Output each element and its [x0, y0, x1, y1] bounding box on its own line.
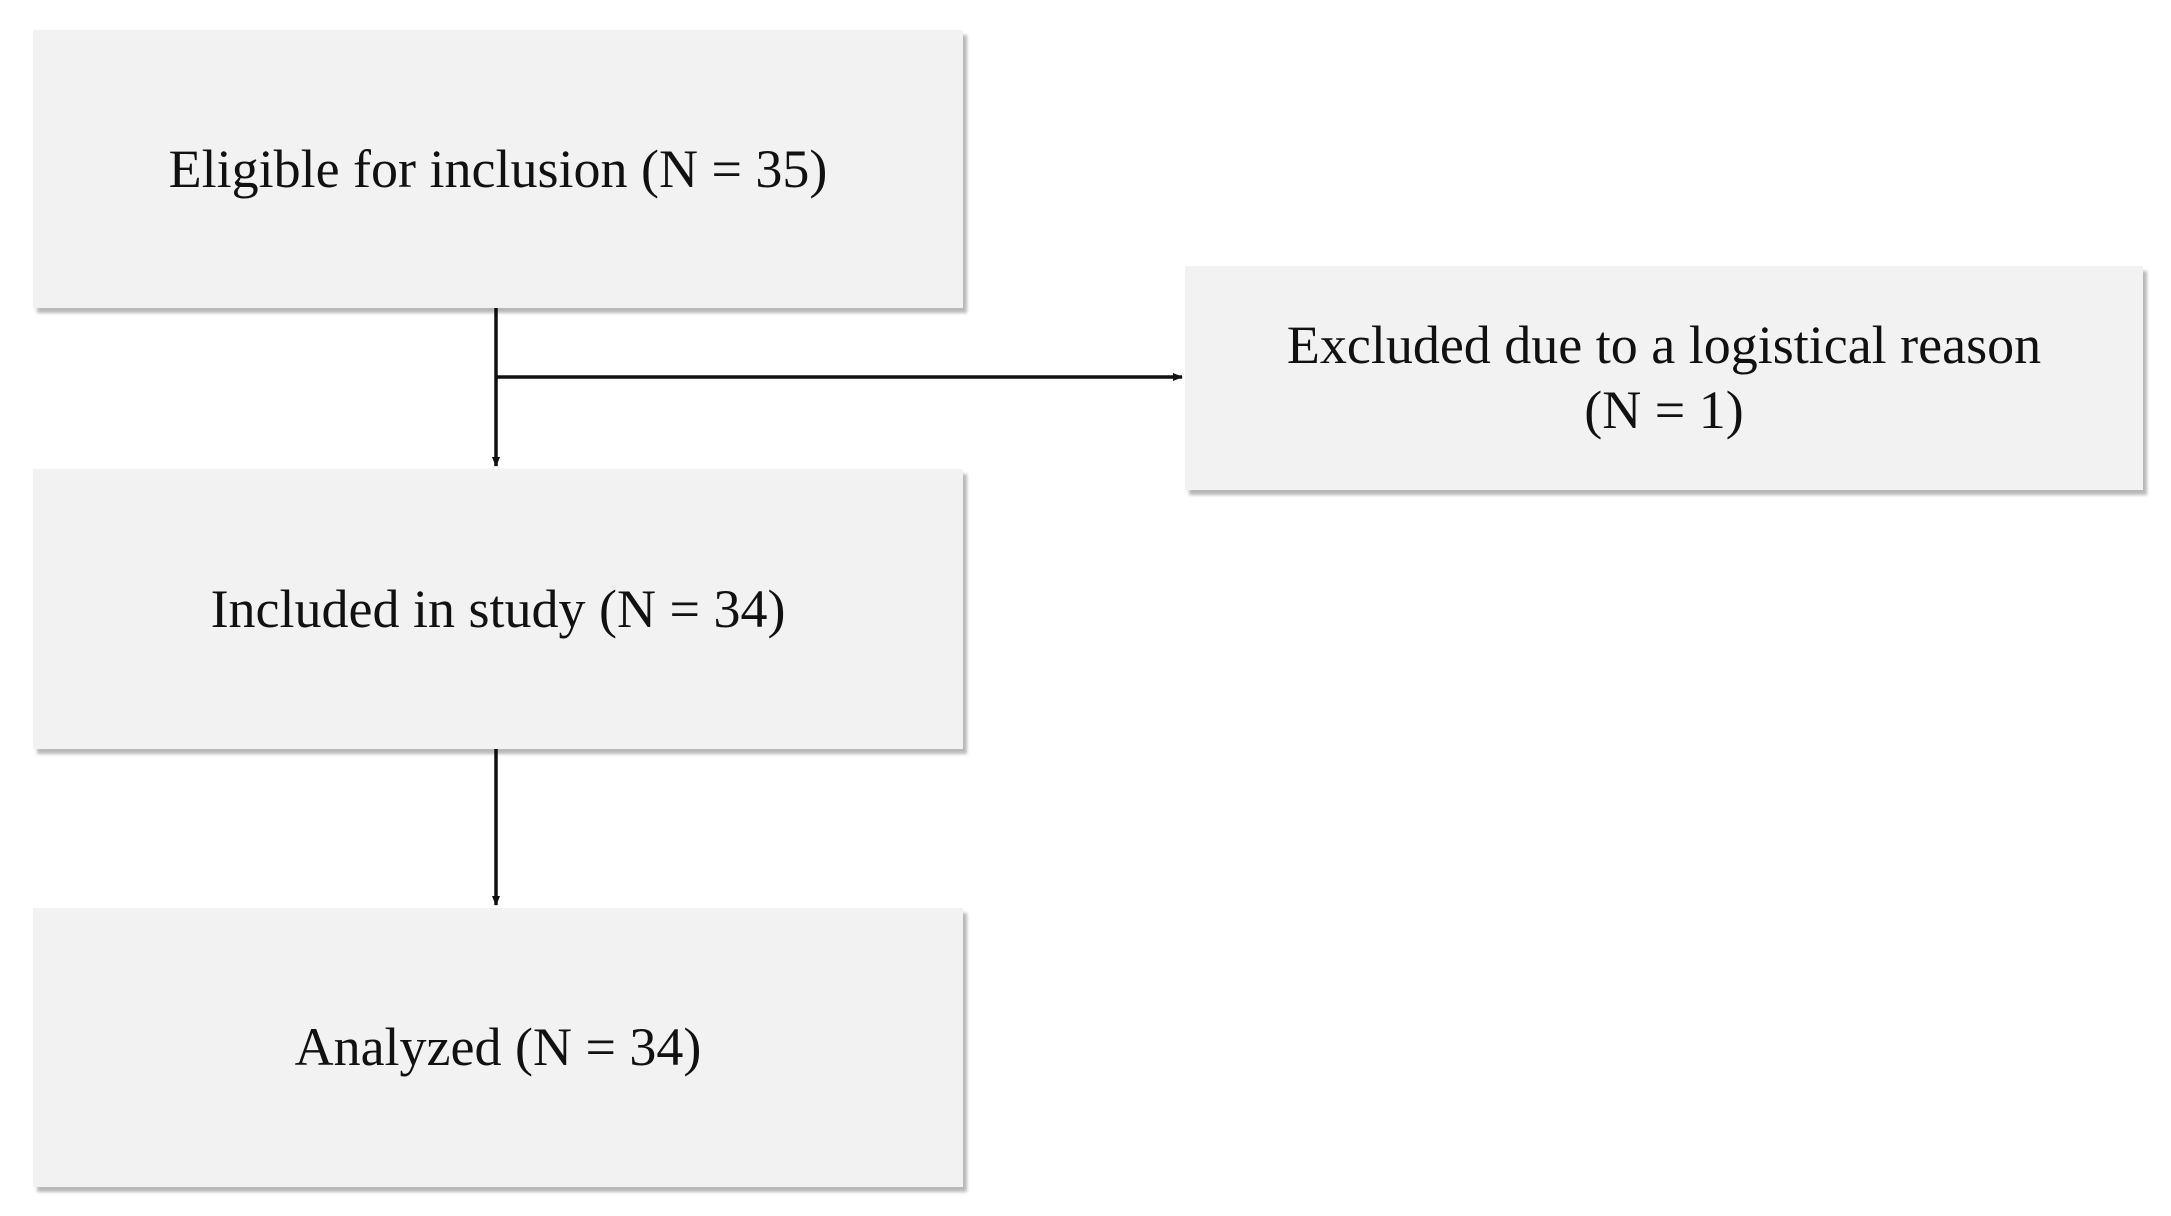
- excluded-label-line1: Excluded due to a logistical reason: [1286, 315, 2042, 376]
- analyzed-label: Analyzed (N = 34): [294, 1017, 702, 1078]
- included-box: Included in study (N = 34): [33, 469, 963, 749]
- included-label: Included in study (N = 34): [210, 578, 786, 639]
- eligible-label: Eligible for inclusion (N = 35): [168, 138, 828, 199]
- eligible-box: Eligible for inclusion (N = 35): [33, 30, 963, 308]
- excluded-label-line2: (N = 1): [1584, 380, 1744, 440]
- analyzed-box: Analyzed (N = 34): [33, 908, 963, 1187]
- excluded-box: Excluded due to a logistical reason (N =…: [1185, 266, 2143, 490]
